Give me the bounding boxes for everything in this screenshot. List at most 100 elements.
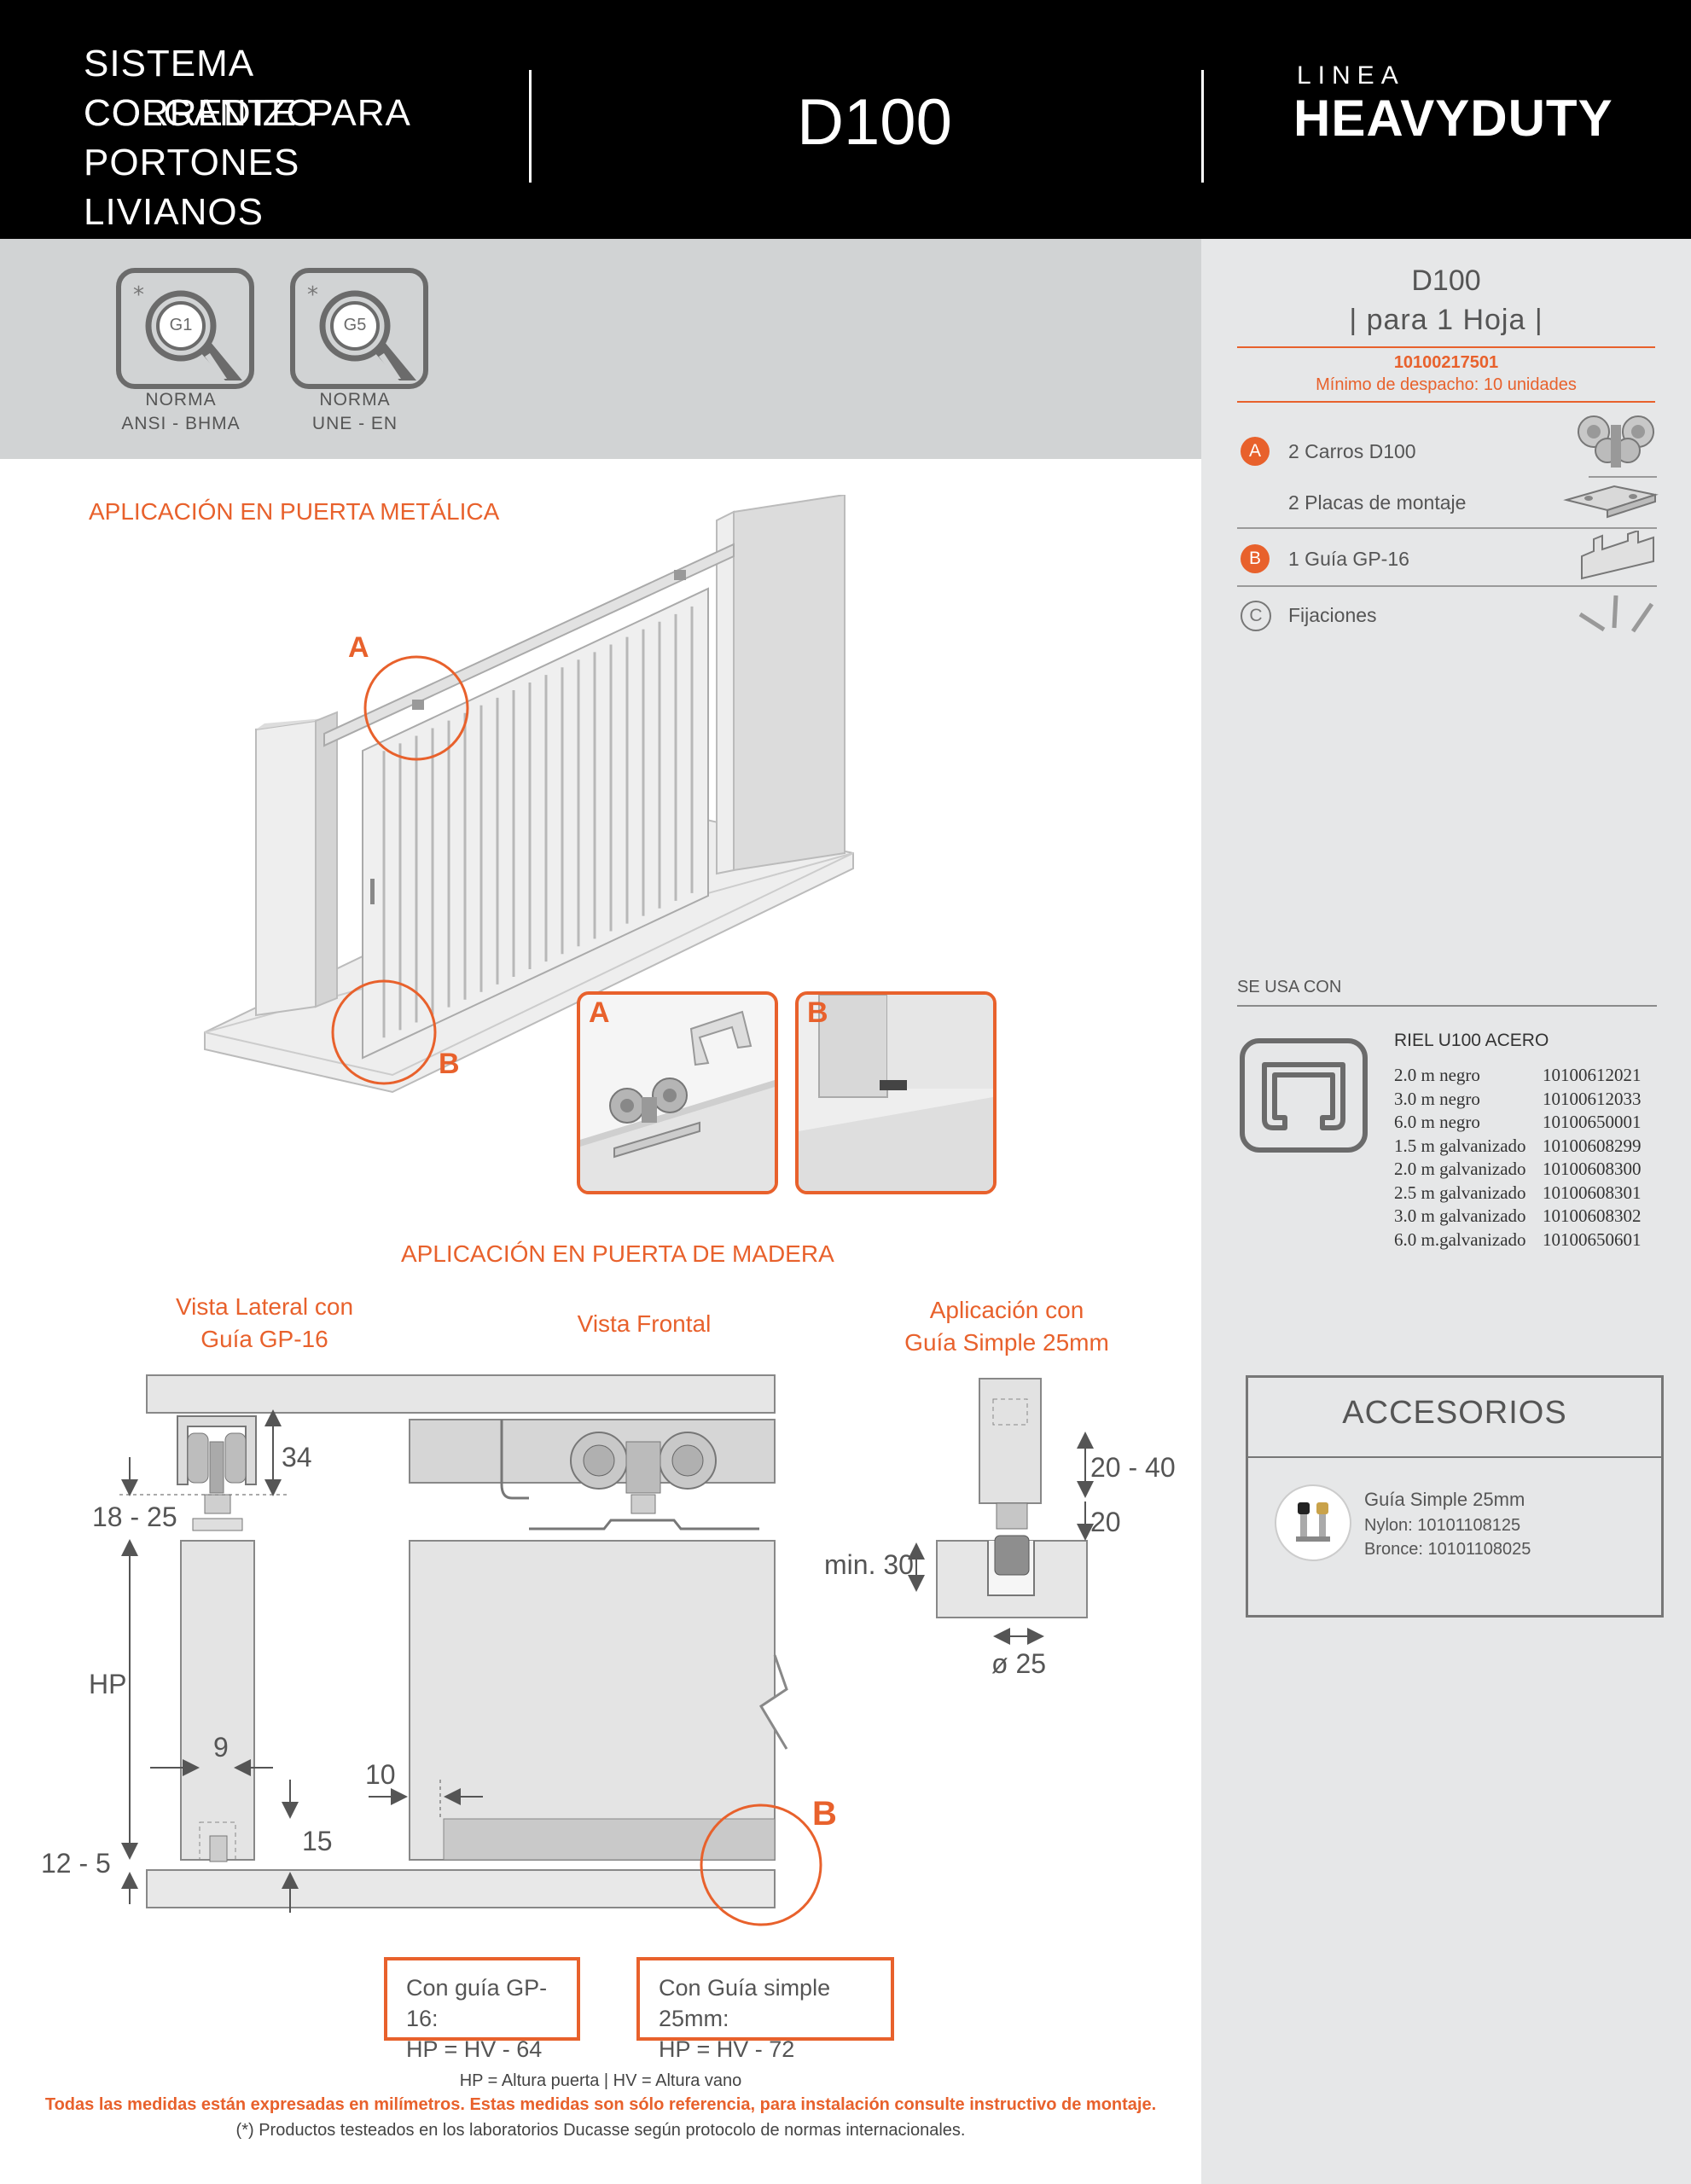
rail-code: 10100612021 [1543,1065,1642,1085]
mounting-plate-icon [1563,485,1659,519]
rail-description: 6.0 m.galvanizado [1394,1228,1526,1250]
divider [1237,346,1655,348]
rail-code: 10100650601 [1543,1228,1642,1250]
header-title-line-2: COLGANTE PARA [84,92,411,134]
trolley-detail-illustration [580,1010,775,1191]
product-code: 10100217501 [1393,353,1499,372]
accessory-name: Guía Simple 25mm [1364,1489,1525,1510]
accessory-nylon-code: Nylon: 10101108125 [1364,1516,1521,1535]
frontal-view-title: Vista Frontal [577,1310,712,1337]
dim-18-25: 18 - 25 [92,1502,177,1532]
header-title-line-1: SISTEMA CORREDIZO [84,43,317,134]
formula-gp16-line-2: HP = HV - 64 [406,2036,543,2062]
dim-min-30: min. 30 [824,1549,914,1580]
u-rail-profile-icon [1240,1038,1368,1153]
norm-badge-ansi: * G1 [116,268,254,389]
rail-description: 2.0 m galvanizado [1394,1159,1526,1179]
rail-code: 10100608302 [1543,1205,1642,1226]
callout-b-label: B [439,1048,460,1080]
wood-door-technical-drawing [119,1374,1094,1926]
min-order: Mínimo de despacho: 10 unidades [1316,375,1577,394]
guide-detail-illustration [799,995,993,1191]
rail-description: 3.0 m galvanizado [1394,1205,1526,1226]
header-model: D100 [797,86,952,159]
dim-20-40: 20 - 40 [1090,1452,1176,1483]
se-usa-con-label: SE USA CON [1237,978,1342,996]
dim-20: 20 [1090,1507,1121,1537]
formula-gp16-box: Con guía GP-16: HP = HV - 64 [384,1957,580,2062]
divider [1237,527,1657,529]
rail-description: 6.0 m negro [1394,1112,1480,1132]
norm-grade-une: G5 [343,316,367,334]
magnifier-icon: * [133,282,242,380]
dim-12-5: 12 - 5 [41,1848,111,1879]
trolley-icon [1578,415,1654,468]
simple-guide-title-2: Guía Simple 25mm [904,1329,1109,1356]
header-title-line-3: PORTONES LIVIANOS [84,142,300,233]
svg-text:*: * [307,282,318,308]
norm-label-1: NORMA [145,390,217,410]
detail-b-box: B [795,991,997,1194]
dim-9: 9 [213,1732,229,1763]
kit-item-fixings: Fijaciones [1288,604,1377,626]
callout-b-wood-label: B [812,1795,837,1833]
norm-label-2: ANSI - BHMA [121,414,241,433]
kit-badge-c: C [1241,601,1271,631]
guide-icon [1581,531,1654,580]
rail-code: 10100608299 [1543,1135,1642,1156]
divider [1237,1005,1657,1007]
detail-a-label: A [589,996,610,1029]
rail-code: 10100612033 [1543,1088,1642,1109]
rail-code: 10100608301 [1543,1182,1642,1203]
dim-hp: HP [89,1669,127,1699]
simple-guide-accessory-icon [1275,1484,1351,1561]
rail-description: 2.5 m galvanizado [1394,1182,1526,1203]
kit-item-plates: 2 Placas de montaje [1288,491,1467,514]
accesorios-title: ACCESORIOS [1342,1395,1567,1431]
divider [1237,585,1657,587]
footer-legend: HP = Altura puerta | HV = Altura vano [459,2071,742,2090]
formula-simple-guide-box: Con Guía simple 25mm: HP = HV - 72 [636,1957,894,2062]
callout-a-label: A [348,631,369,664]
rail-code: 10100608300 [1543,1159,1642,1179]
kit-badge-a: A [1241,437,1270,466]
kit-item-guide: 1 Guía GP-16 [1288,548,1409,570]
accessory-bronce-code: Bronce: 10101108025 [1364,1540,1531,1559]
dim-10: 10 [365,1759,396,1790]
sidebar: D100 | para 1 Hoja | 10100217501 Mínimo … [1201,239,1691,2184]
footer-disclaimer: (*) Productos testeados en los laborator… [235,2121,966,2140]
simple-guide-title-1: Aplicación con [929,1297,1084,1323]
rail-description: 1.5 m galvanizado [1394,1135,1526,1156]
detail-b-label: B [807,996,828,1029]
header-divider [529,70,532,183]
formula-simple-line-2: HP = HV - 72 [659,2036,795,2062]
lateral-view-title-1: Vista Lateral con [175,1293,354,1320]
rail-title: RIEL U100 ACERO [1394,1031,1549,1050]
product-model: D100 [1411,264,1481,297]
dim-diameter-25: ø 25 [991,1648,1047,1679]
metal-section-title: APLICACIÓN EN PUERTA METÁLICA [89,498,500,525]
formula-gp16-line-1: Con guía GP-16: [406,1975,548,2031]
divider [1248,1456,1661,1458]
header-bar: SISTEMA CORREDIZO COLGANTE PARA PORTONES… [0,0,1691,239]
divider [1589,476,1657,478]
lateral-view-title-2: Guía GP-16 [200,1326,328,1352]
dim-34: 34 [282,1442,312,1472]
screws-icon [1578,595,1654,633]
norm-label-1: NORMA [319,390,391,410]
rail-description: 3.0 m negro [1394,1088,1480,1109]
kit-badge-b: B [1241,544,1270,573]
divider [1237,401,1655,403]
norm-label-2: UNE - EN [311,414,398,433]
wood-section-title: APLICACIÓN EN PUERTA DE MADERA [401,1240,834,1267]
dim-15: 15 [302,1826,333,1856]
accesorios-box: ACCESORIOS Guía Simple 25mm Nylon: 10101… [1246,1375,1664,1618]
rail-description: 2.0 m negro [1394,1065,1480,1085]
product-variant: | para 1 Hoja | [1349,304,1543,336]
detail-a-box: A [577,991,778,1194]
rail-code: 10100650001 [1543,1112,1642,1132]
magnifier-icon: * [307,282,416,380]
norm-badge-une: * G5 [290,268,428,389]
metal-gate-illustration [204,495,854,1094]
header-linea: LINEA [1297,61,1405,90]
